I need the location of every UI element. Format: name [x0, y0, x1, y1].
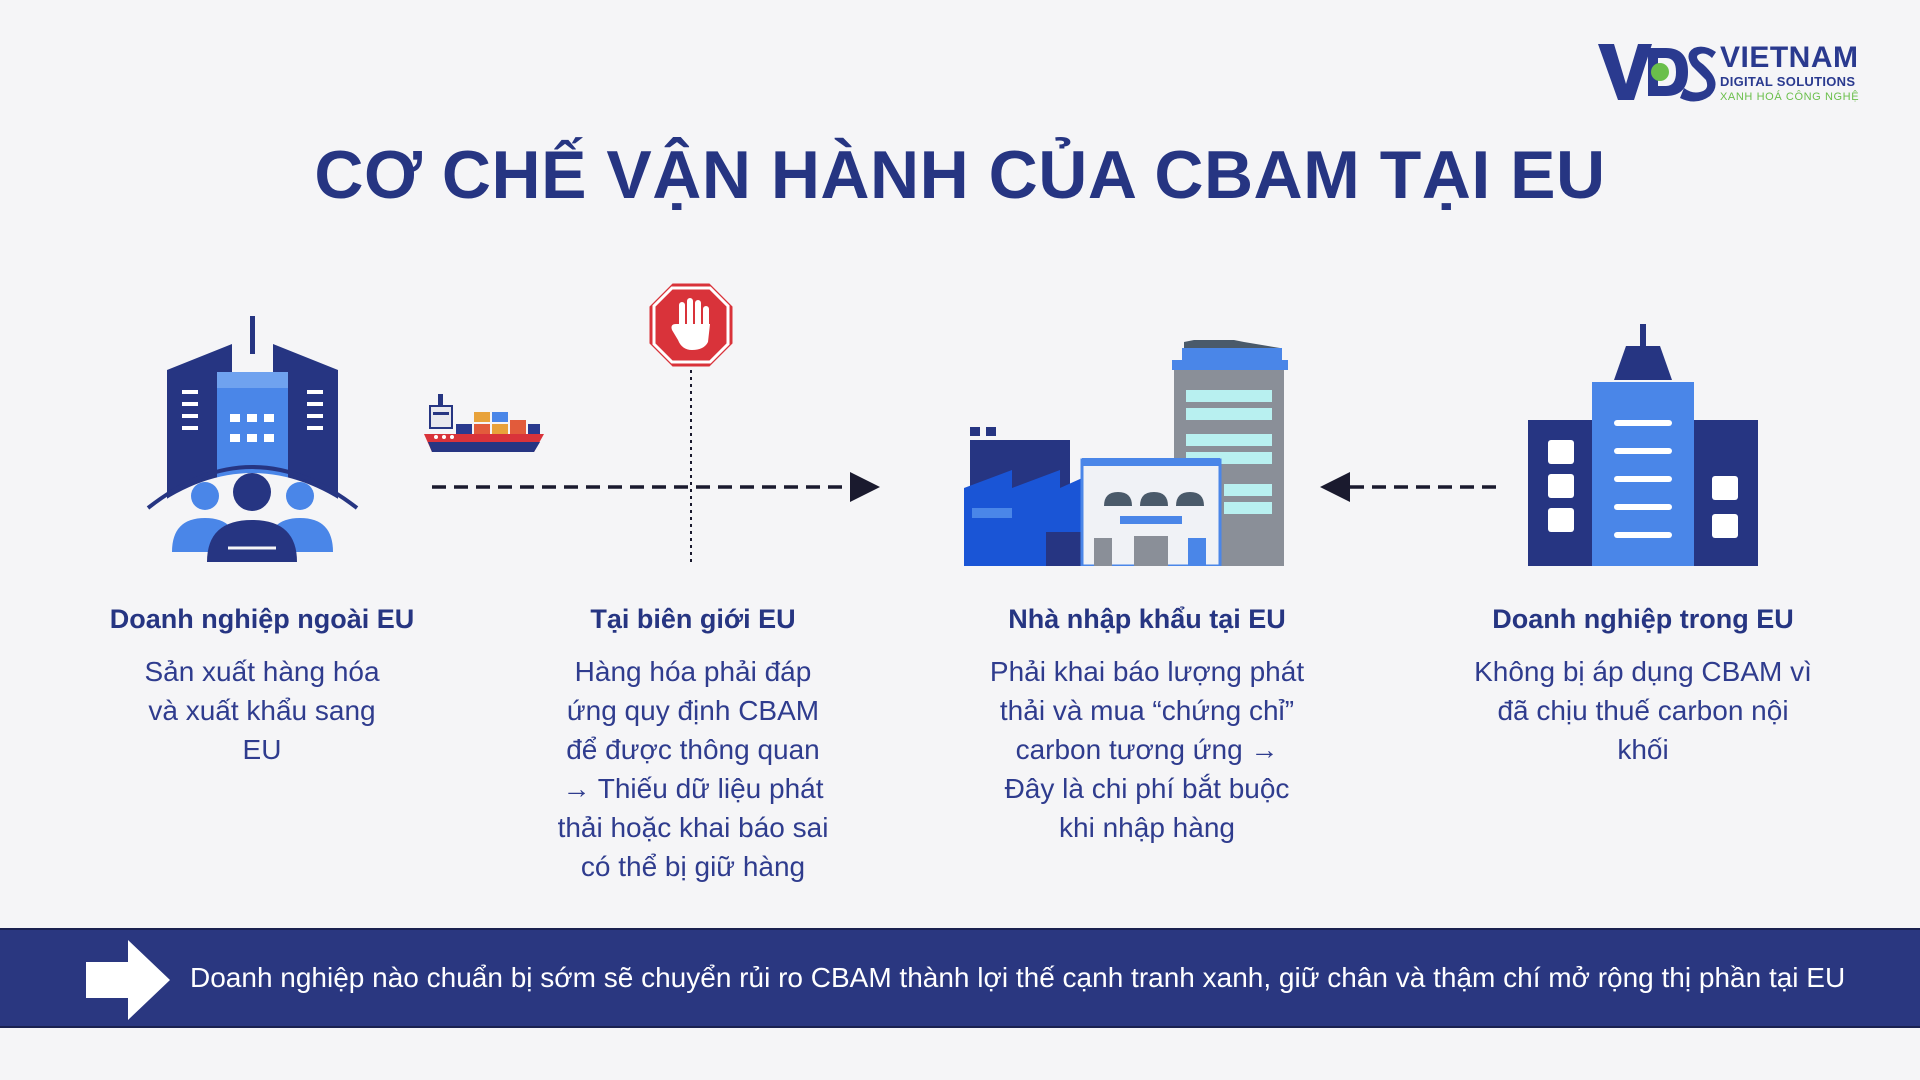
brand-tagline: XANH HOÁ CÔNG NGHỆ [1720, 91, 1860, 103]
column-heading: Tại biên giới EU [590, 604, 796, 634]
factory-icon [964, 340, 1288, 566]
brand-name: VIETNAM [1720, 41, 1859, 74]
column-text: Sản xuất hàng hóa và xuất khẩu sang EU [144, 656, 380, 765]
export-arrow-icon [432, 370, 880, 566]
column-eu-importer: Nhà nhập khẩu tại EU Phải khai báo lượng… [967, 596, 1327, 847]
column-text: Hàng hóa phải đáp ứng quy định CBAM để đ… [557, 656, 829, 882]
brand-logo: VIETNAM DIGITAL SOLUTIONS XANH HOÁ CÔNG … [1596, 40, 1886, 104]
column-outside-eu: Doanh nghiệp ngoài EU Sản xuất hàng hóa … [82, 596, 442, 769]
column-heading: Nhà nhập khẩu tại EU [1008, 604, 1286, 634]
vds-logo-mark-icon [1598, 44, 1716, 102]
column-heading: Doanh nghiệp ngoài EU [109, 604, 415, 634]
column-text: Phải khai báo lượng phát thải và mua “ch… [989, 656, 1305, 843]
stop-sign-icon [646, 280, 736, 370]
takeaway-banner: Doanh nghiệp nào chuẩn bị sớm sẽ chuyển … [0, 928, 1920, 1028]
brand-sub: DIGITAL SOLUTIONS [1720, 74, 1856, 89]
column-eu-border: Tại biên giới EU Hàng hóa phải đáp ứng q… [513, 596, 873, 886]
cargo-ship-icon [424, 394, 544, 452]
office-building-icon [1528, 324, 1758, 566]
arrow-right-icon [86, 940, 170, 1020]
return-arrow-icon [1320, 472, 1496, 502]
column-inside-eu: Doanh nghiệp trong EU Không bị áp dụng C… [1463, 596, 1823, 769]
page-title: CƠ CHẾ VẬN HÀNH CỦA CBAM TẠI EU [314, 137, 1606, 213]
company-people-icon [146, 316, 359, 566]
column-text: Không bị áp dụng CBAM vì đã chịu thuế ca… [1474, 656, 1812, 765]
banner-text: Doanh nghiệp nào chuẩn bị sớm sẽ chuyển … [190, 962, 1846, 993]
column-heading: Doanh nghiệp trong EU [1492, 604, 1794, 634]
